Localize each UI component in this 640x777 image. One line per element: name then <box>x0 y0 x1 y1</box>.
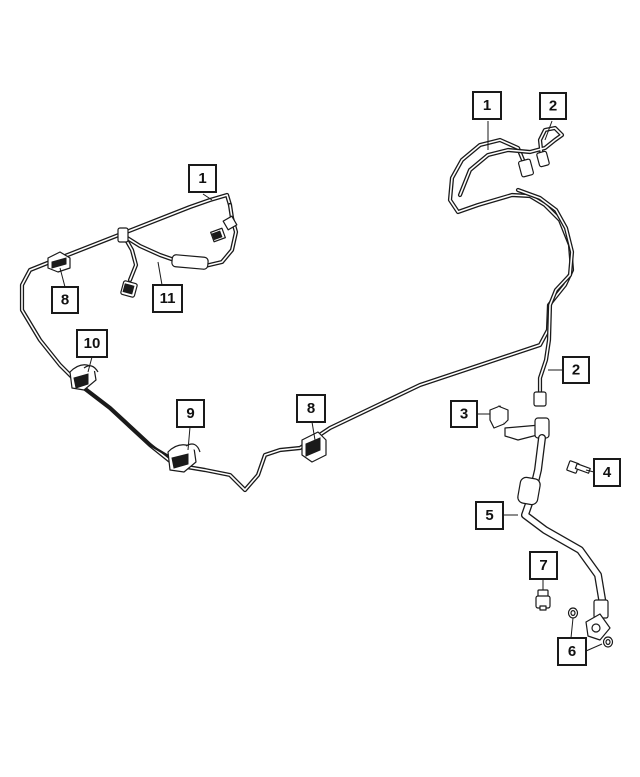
callout-label: 8 <box>61 292 69 309</box>
part-3-clip <box>489 405 509 429</box>
callout-label: 3 <box>460 406 468 423</box>
callout-10: 10 <box>76 329 108 358</box>
callout-label: 11 <box>160 290 176 307</box>
part-4-bolt <box>566 460 591 474</box>
callout-label: 2 <box>549 98 557 115</box>
callout-11: 11 <box>152 284 183 313</box>
clip-8-mid <box>301 431 327 463</box>
callout-label: 5 <box>485 507 493 524</box>
callout-7: 7 <box>529 551 558 580</box>
callout-9: 9 <box>176 399 205 428</box>
callout-6: 6 <box>557 637 587 666</box>
part-7-bolt <box>535 589 551 611</box>
callout-label: 4 <box>603 464 612 481</box>
tube-fittings <box>117 150 550 407</box>
callout-2-top: 2 <box>539 92 567 120</box>
callout-1-left: 1 <box>188 164 217 193</box>
callout-1-right: 1 <box>472 91 502 120</box>
callout-label: 6 <box>568 643 576 660</box>
callout-5: 5 <box>475 501 504 530</box>
callout-label: 2 <box>572 362 580 379</box>
clip-9 <box>167 443 201 473</box>
callout-8-left: 8 <box>51 286 79 314</box>
callout-3: 3 <box>450 400 478 428</box>
main-brake-tube <box>19 125 575 493</box>
callout-label: 7 <box>539 557 547 574</box>
callout-4: 4 <box>593 458 621 487</box>
part-5-hose <box>504 417 611 641</box>
callout-label: 9 <box>186 405 194 422</box>
callout-label: 1 <box>198 170 206 187</box>
callout-label: 1 <box>483 97 491 114</box>
leader-lines <box>59 120 603 652</box>
clip-10 <box>69 364 99 391</box>
callout-8-mid: 8 <box>296 394 326 423</box>
callout-label: 8 <box>307 400 315 417</box>
clip-8-left <box>47 251 71 273</box>
callout-label: 10 <box>84 335 101 352</box>
callout-2-mid: 2 <box>562 356 590 384</box>
left-branch-tube <box>121 202 239 283</box>
